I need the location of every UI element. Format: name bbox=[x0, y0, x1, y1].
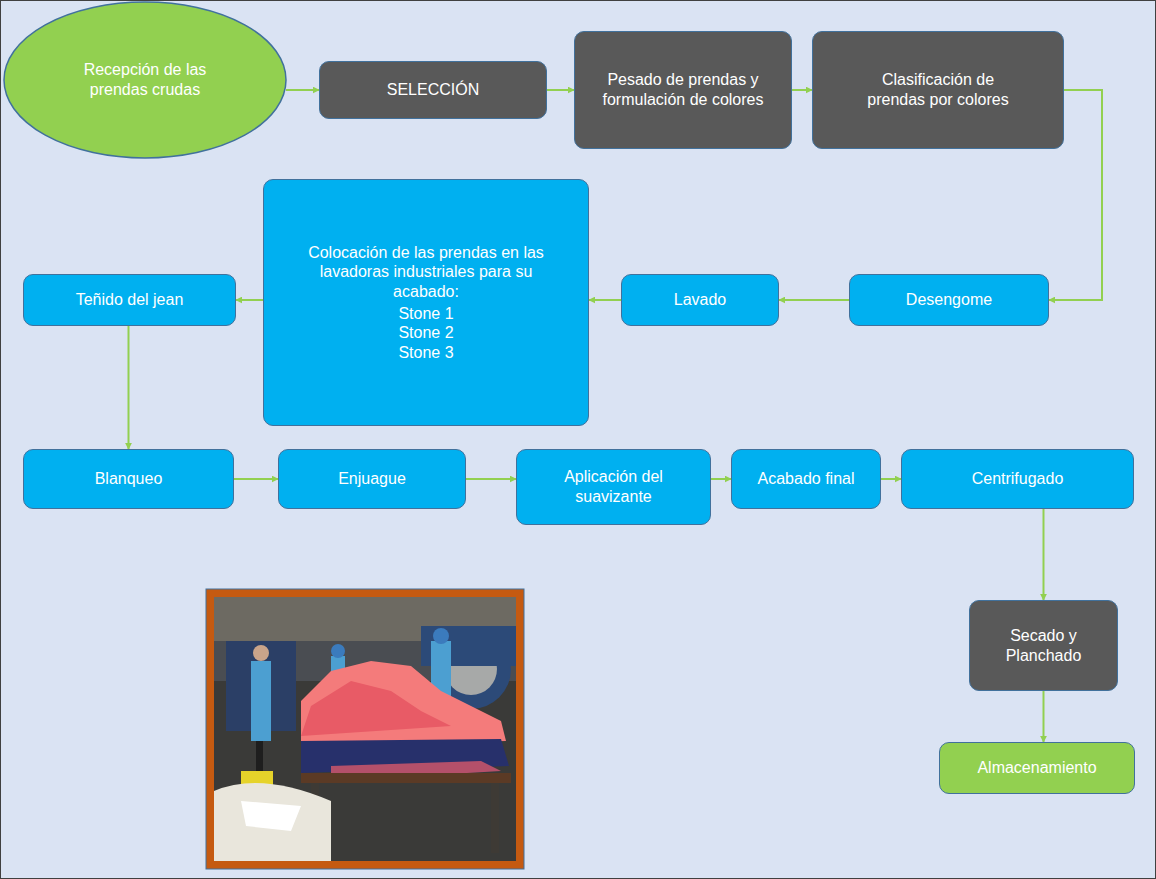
flow-arrow bbox=[792, 89, 812, 91]
process-box: Clasificación de prendas por colores bbox=[812, 31, 1064, 149]
start-ellipse: Recepción de las prendas crudas bbox=[3, 1, 287, 159]
flow-arrow bbox=[547, 89, 574, 91]
process-box: Aplicación del suavizante bbox=[516, 449, 711, 525]
step-label: Aplicación del suavizante bbox=[539, 467, 689, 506]
ellipse-outline bbox=[3, 1, 287, 159]
step-label: Acabado final bbox=[758, 469, 855, 489]
step-label: SELECCIÓN bbox=[387, 80, 479, 100]
flow-arrow bbox=[589, 299, 621, 301]
flow-arrow bbox=[1043, 509, 1045, 600]
step-label: Blanqueo bbox=[95, 469, 163, 489]
flow-arrow bbox=[236, 299, 263, 301]
process-box: Enjuague bbox=[278, 449, 466, 509]
process-box: Secado y Planchado bbox=[969, 600, 1118, 691]
end-box: Almacenamiento bbox=[939, 742, 1135, 794]
flow-arrow bbox=[128, 326, 130, 449]
process-box: Colocación de las prendas en las lavador… bbox=[263, 179, 589, 426]
process-box: Acabado final bbox=[731, 449, 881, 509]
flow-arrow bbox=[1043, 691, 1045, 742]
step-label: Teñido del jean bbox=[76, 290, 184, 310]
step-label: Almacenamiento bbox=[977, 758, 1096, 778]
step-label: Clasificación de prendas por colores bbox=[858, 70, 1018, 109]
process-box: Pesado de prendas y formulación de color… bbox=[574, 31, 792, 149]
process-box: Desengome bbox=[849, 274, 1049, 326]
flow-arrow bbox=[234, 478, 278, 480]
process-box: Blanqueo bbox=[23, 449, 234, 509]
step-detail: Stone 1 Stone 2 Stone 3 bbox=[390, 304, 462, 363]
flow-arrow bbox=[286, 89, 319, 91]
step-label: Enjuague bbox=[338, 469, 406, 489]
step-label: Centrifugado bbox=[972, 469, 1064, 489]
flow-arrow bbox=[466, 478, 516, 480]
process-box: Centrifugado bbox=[901, 449, 1134, 509]
step-label: Desengome bbox=[906, 290, 992, 310]
step-label: Colocación de las prendas en las lavador… bbox=[301, 243, 551, 302]
step-label: Recepción de las prendas crudas bbox=[70, 60, 220, 99]
process-box: Lavado bbox=[621, 274, 779, 326]
step-label: Pesado de prendas y formulación de color… bbox=[593, 70, 773, 109]
flow-arrow bbox=[779, 299, 849, 301]
process-box: SELECCIÓN bbox=[319, 61, 547, 119]
step-label: Lavado bbox=[674, 290, 727, 310]
process-box: Teñido del jean bbox=[23, 274, 236, 326]
step-label: Secado y Planchado bbox=[994, 626, 1094, 665]
flow-arrow bbox=[711, 478, 731, 480]
flow-arrow bbox=[881, 478, 901, 480]
